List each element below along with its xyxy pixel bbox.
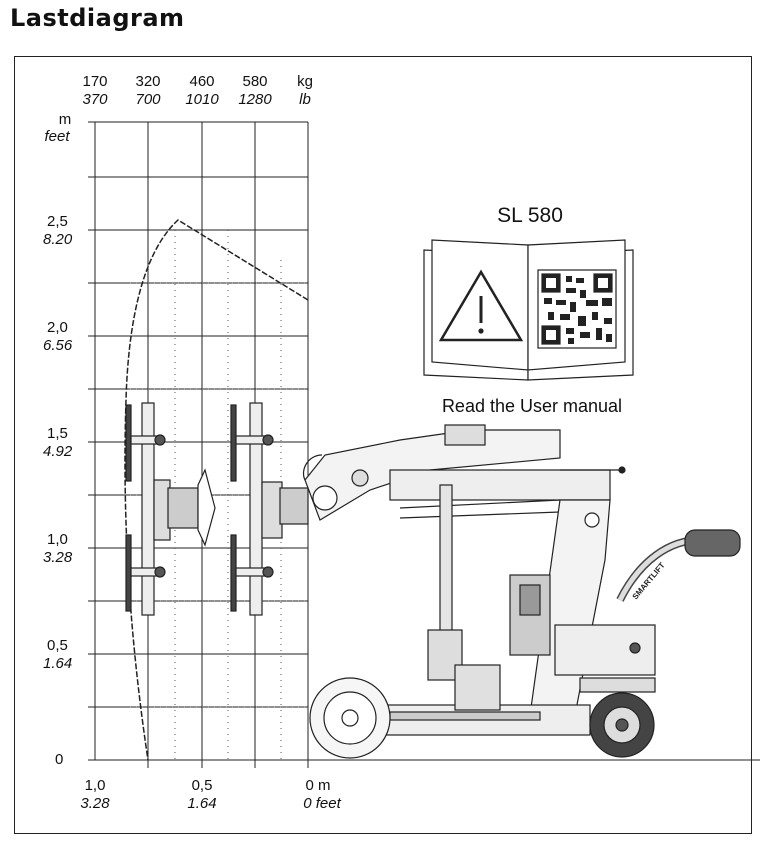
boom-beam bbox=[389, 469, 611, 501]
suction-cup bbox=[230, 534, 237, 612]
machine: SMARTLIFT bbox=[302, 424, 741, 759]
model-name: SL 580 bbox=[497, 204, 563, 227]
y-unit-ft: feet bbox=[44, 128, 70, 145]
rear-bolt bbox=[629, 642, 641, 654]
load-kg-1: 170 bbox=[82, 73, 107, 90]
chassis-rail bbox=[389, 711, 541, 721]
qr-finder-inner bbox=[546, 278, 556, 288]
hydraulic-line bbox=[399, 511, 561, 519]
suction-cup bbox=[230, 404, 237, 482]
load-lb-2: 700 bbox=[135, 91, 161, 108]
y-tick-m: 2,5 bbox=[47, 213, 68, 230]
load-kg-2: 320 bbox=[135, 73, 160, 90]
frame-clamp bbox=[235, 567, 267, 577]
x-tick-ft: 3.28 bbox=[80, 795, 110, 812]
load-unit-kg: kg bbox=[297, 73, 313, 90]
boom-tip bbox=[302, 454, 323, 481]
y-tick-ft: 4.92 bbox=[43, 443, 73, 460]
warning-dot bbox=[478, 328, 484, 334]
load-lb-4: 1280 bbox=[238, 91, 272, 108]
y-tick-ft: 1.64 bbox=[43, 655, 72, 672]
suction-cup bbox=[125, 404, 132, 482]
y-axis-labels: m feet 2,5 8.20 2,0 6.56 1,5 4.92 1,0 3.… bbox=[43, 111, 73, 768]
frame-clamp bbox=[235, 435, 267, 445]
manual-caption: Read the User manual bbox=[442, 396, 622, 416]
boom-motor bbox=[444, 424, 486, 446]
antenna-tip bbox=[618, 466, 626, 474]
qr-modules bbox=[544, 276, 612, 344]
y-unit-m: m bbox=[59, 111, 72, 128]
boom-pivot bbox=[351, 469, 369, 487]
y-tick-m: 0 bbox=[55, 751, 63, 768]
hydraulic-line bbox=[399, 499, 561, 509]
manual-notice: SL 580 bbox=[423, 204, 634, 416]
rear-wheel-fork bbox=[579, 677, 656, 693]
y-tick-ft: 8.20 bbox=[43, 231, 73, 248]
knob-icon bbox=[154, 566, 166, 578]
knob-icon bbox=[262, 434, 274, 446]
frame-mount bbox=[261, 481, 283, 539]
x-axis-labels: 1,0 3.28 0,5 1.64 0 m 0 feet bbox=[80, 777, 341, 812]
y-tick-m: 1,0 bbox=[47, 531, 68, 548]
load-lb-3: 1010 bbox=[185, 91, 219, 108]
knob-icon bbox=[262, 566, 274, 578]
load-column-labels: 170 370 320 700 460 1010 580 1280 kg lb bbox=[82, 73, 312, 108]
x-tick-m: 1,0 bbox=[85, 777, 106, 794]
frame-head bbox=[167, 487, 199, 529]
load-lb-1: 370 bbox=[82, 91, 108, 108]
y-tick-m: 0,5 bbox=[47, 637, 68, 654]
frame-bar bbox=[141, 402, 155, 616]
load-kg-3: 460 bbox=[189, 73, 214, 90]
knob-icon bbox=[154, 434, 166, 446]
qr-finder-inner bbox=[546, 330, 556, 340]
control-panel bbox=[519, 584, 541, 616]
x-tick-ft: 0 feet bbox=[303, 795, 341, 812]
book-icon bbox=[423, 239, 634, 381]
frame-bar bbox=[249, 402, 263, 616]
boom-pivot bbox=[312, 485, 338, 511]
grid bbox=[88, 121, 760, 768]
front-wheel-hub bbox=[341, 709, 359, 727]
frame-head bbox=[279, 487, 309, 525]
x-tick-ft: 1.64 bbox=[187, 795, 216, 812]
suction-frame-inner bbox=[230, 402, 309, 616]
page-title: Lastdiagram bbox=[10, 4, 185, 32]
y-tick-ft: 6.56 bbox=[43, 337, 73, 354]
y-tick-m: 2,0 bbox=[47, 319, 68, 336]
battery-block bbox=[454, 664, 501, 711]
mast-pivot bbox=[584, 512, 600, 528]
suction-frame-outer bbox=[125, 402, 216, 616]
rear-wheel-hub bbox=[615, 718, 629, 732]
suction-cup bbox=[125, 534, 132, 612]
boom-arm bbox=[304, 429, 561, 521]
load-unit-lb: lb bbox=[299, 91, 311, 108]
diagram-frame bbox=[14, 56, 752, 834]
drawbar-handle bbox=[684, 529, 741, 557]
frame-connector bbox=[197, 468, 216, 547]
y-tick-m: 1,5 bbox=[47, 425, 68, 442]
load-kg-4: 580 bbox=[242, 73, 267, 90]
y-tick-ft: 3.28 bbox=[43, 549, 73, 566]
x-tick-m: 0 m bbox=[305, 777, 330, 794]
x-tick-m: 0,5 bbox=[192, 777, 213, 794]
qr-finder-inner bbox=[598, 278, 608, 288]
